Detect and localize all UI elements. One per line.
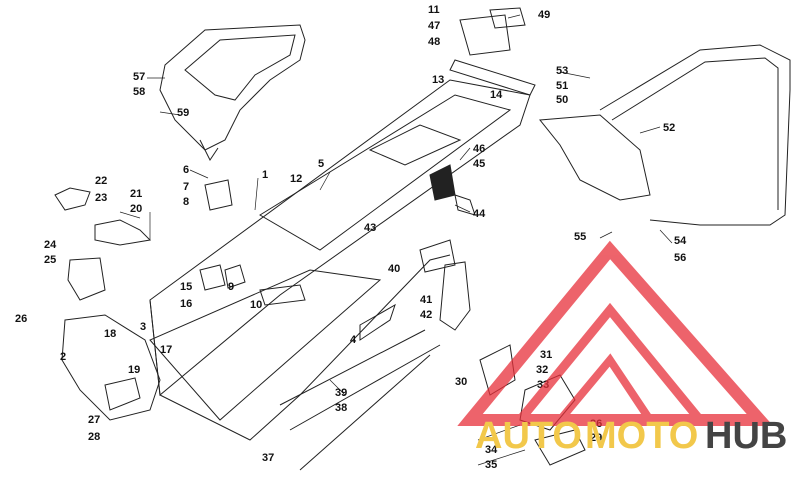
callout-45: 45 [473,158,485,170]
watermark-logo-inner [516,302,704,423]
watermark-moto: MOTO [585,415,698,457]
callout-28: 28 [88,431,100,443]
callout-53: 53 [556,65,568,77]
callout-22: 22 [95,175,107,187]
callout-21: 21 [130,188,142,200]
callout-24: 24 [44,239,57,251]
callout-numbers: 1234567891011121314151617181920212223242… [15,4,687,471]
callout-34: 34 [485,444,498,456]
leader-lines [119,14,673,466]
watermark-hub: HUB [705,415,787,457]
callout-49: 49 [538,9,550,21]
callout-25: 25 [44,254,56,266]
callout-32: 32 [536,364,548,376]
callout-7: 7 [183,181,189,193]
callout-27: 27 [88,414,100,426]
callout-35: 35 [485,459,497,471]
callout-47: 47 [428,20,440,32]
callout-59: 59 [177,107,189,119]
callout-37: 37 [262,452,274,464]
callout-52: 52 [663,122,675,134]
callout-56: 56 [674,252,686,264]
callout-23: 23 [95,192,107,204]
callout-19: 19 [128,364,140,376]
callout-44: 44 [473,208,486,220]
top-bracket [449,7,536,96]
callout-43: 43 [364,222,376,234]
callout-20: 20 [130,203,142,215]
callout-2: 2 [60,351,66,363]
callout-9: 9 [228,281,234,293]
callout-17: 17 [160,344,172,356]
callout-14: 14 [490,89,503,101]
callout-4: 4 [350,334,357,346]
callout-41: 41 [420,294,432,306]
callout-38: 38 [335,402,347,414]
watermark-logo-m [556,353,654,423]
snow-flap [539,114,651,201]
rear-bumper [599,44,791,226]
callout-51: 51 [556,80,568,92]
callout-31: 31 [540,349,552,361]
callout-29: 29 [590,432,602,444]
callout-50: 50 [556,94,568,106]
callout-48: 48 [428,36,440,48]
callout-13: 13 [432,74,444,86]
callout-15: 15 [180,281,192,293]
callout-26: 26 [15,313,27,325]
callout-11: 11 [428,4,440,16]
callout-42: 42 [420,309,432,321]
automotohub-watermark: AUTO MOTO HUB [457,240,787,457]
callout-18: 18 [104,328,116,340]
callout-3: 3 [140,321,146,333]
callout-46: 46 [473,143,485,155]
left-brackets [54,187,161,421]
callout-16: 16 [180,298,192,310]
callout-39: 39 [335,387,347,399]
callout-12: 12 [290,173,302,185]
callout-54: 54 [674,235,687,247]
callout-40: 40 [388,263,400,275]
watermark-logo-outer [457,240,774,426]
callout-6: 6 [183,164,189,176]
seat [159,24,306,161]
watermark-auto: AUTO [475,415,582,457]
tunnel-chassis [149,79,531,441]
callout-10: 10 [250,299,262,311]
callout-8: 8 [183,196,189,208]
center-plates [199,179,306,306]
callout-58: 58 [133,86,145,98]
callout-5: 5 [318,158,324,170]
frame-rails [149,269,441,471]
callout-30: 30 [455,376,467,388]
callout-1: 1 [262,169,268,181]
callout-55: 55 [574,231,586,243]
callout-57: 57 [133,71,145,83]
